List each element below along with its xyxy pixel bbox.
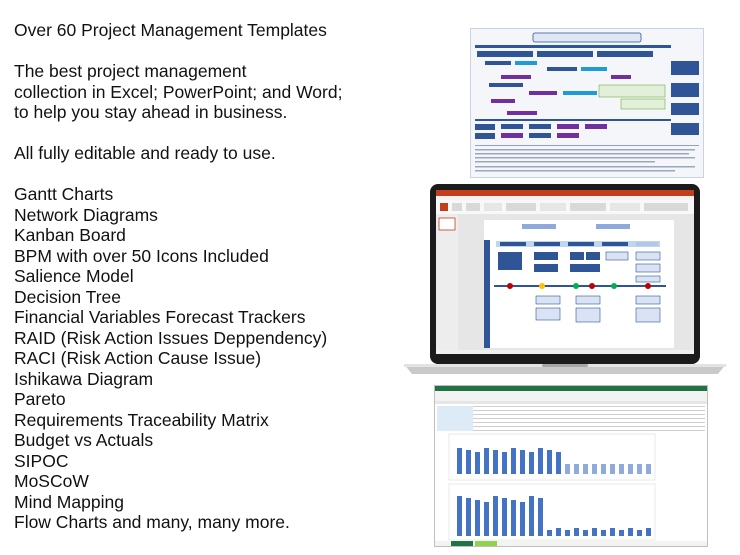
- excel-graphic: [435, 386, 707, 546]
- chart-bar: [646, 528, 651, 536]
- chart-bar: [538, 448, 543, 474]
- chart-bar: [475, 452, 480, 474]
- chart-bar: [556, 528, 561, 536]
- chart-bar: [466, 450, 471, 474]
- chart-bar: [538, 498, 543, 536]
- list-item: Ishikawa Diagram: [14, 368, 154, 389]
- list-item: Gantt Charts: [14, 184, 114, 204]
- intro-line-2: collection in Excel; PowerPoint; and Wor…: [14, 81, 343, 102]
- chart-bar: [484, 448, 489, 474]
- chart-bar: [583, 464, 588, 474]
- laptop-graphic: [404, 184, 726, 374]
- chart-bar: [565, 530, 570, 536]
- chart-bar: [565, 464, 570, 474]
- list-item: RAID (Risk Action Issues Deppendency): [14, 327, 328, 348]
- chart-bar: [493, 496, 498, 536]
- list-item: Salience Model: [14, 266, 134, 286]
- chart-bar: [475, 500, 480, 536]
- chart-bar: [547, 450, 552, 474]
- chart-bar: [601, 530, 606, 536]
- chart-bar: [457, 448, 462, 474]
- chart-bar: [601, 464, 606, 474]
- list-item: Mind Mapping: [14, 491, 124, 512]
- chart-bar: [502, 498, 507, 536]
- chart-bar: [628, 528, 633, 536]
- editable-note: All fully editable and ready to use.: [14, 143, 276, 163]
- chart-bar: [529, 452, 534, 474]
- chart-bar: [520, 502, 525, 536]
- feature-text-column: Over 60 Project Management Templates The…: [14, 20, 394, 533]
- list-item: Flow Charts and many, many more.: [14, 512, 290, 532]
- chart-bar: [592, 464, 597, 474]
- chart-bar: [520, 450, 525, 474]
- chart-bar: [637, 464, 642, 474]
- chart-bar: [484, 502, 489, 536]
- network-diagram-thumbnail: [470, 28, 704, 178]
- chart-bar: [628, 464, 633, 474]
- list-item: Requirements Traceability Matrix: [14, 409, 269, 430]
- list-item: MoSCoW: [14, 471, 89, 491]
- chart-bar: [610, 464, 615, 474]
- chart-bar: [466, 498, 471, 536]
- laptop-powerpoint-mockup: [400, 180, 730, 380]
- chart-bar: [619, 464, 624, 474]
- chart-bar: [574, 464, 579, 474]
- chart-bar: [511, 500, 516, 536]
- list-item: RACI (Risk Action Cause Issue): [14, 348, 262, 368]
- list-item: Network Diagrams: [14, 204, 158, 225]
- network-diagram-graphic: [471, 29, 703, 177]
- list-item: BPM with over 50 Icons Included: [14, 245, 269, 266]
- excel-budget-thumbnail: [434, 385, 708, 547]
- template-list: Gantt Charts Network Diagrams Kanban Boa…: [14, 184, 394, 533]
- list-item: SIPOC: [14, 450, 69, 471]
- chart-bar: [619, 530, 624, 536]
- chart-bar: [457, 496, 462, 536]
- chart-bar: [637, 530, 642, 536]
- chart-bar: [511, 448, 516, 474]
- chart-bar: [556, 452, 561, 474]
- intro-line-1: The best project management: [14, 61, 247, 81]
- list-item: Financial Variables Forecast Trackers: [14, 307, 306, 327]
- headline: Over 60 Project Management Templates: [14, 20, 327, 40]
- chart-bar: [592, 528, 597, 536]
- chart-bar: [610, 528, 615, 536]
- chart-bar: [547, 530, 552, 536]
- chart-bar: [574, 528, 579, 536]
- chart-bar: [529, 496, 534, 536]
- list-item: Decision Tree: [14, 286, 121, 307]
- list-item: Kanban Board: [14, 225, 126, 245]
- chart-bar: [646, 464, 651, 474]
- list-item: Budget vs Actuals: [14, 430, 154, 450]
- chart-bar: [502, 452, 507, 474]
- chart-bar: [583, 530, 588, 536]
- chart-bar: [493, 450, 498, 474]
- list-item: Pareto: [14, 389, 66, 409]
- intro-line-3: to help you stay ahead in business.: [14, 102, 288, 122]
